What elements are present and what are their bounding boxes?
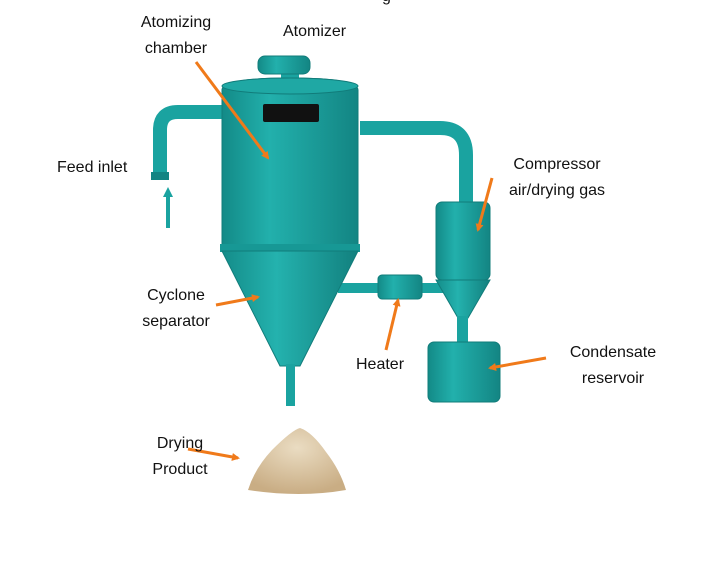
cyclone-separator — [221, 250, 359, 367]
feed-inlet-pipe — [153, 105, 222, 178]
label-cyclone-separator-line2: separator — [142, 313, 210, 330]
label-drying-product-line1: Drying — [156, 435, 204, 452]
label-condensate-reservoir-line2: reservoir — [581, 370, 645, 387]
label-atomizing-chamber-line2: chamber — [144, 40, 208, 57]
label-cyclone-separator: Cyclone separator — [126, 285, 226, 333]
label-cyclone-separator-line1: Cyclone — [147, 287, 205, 304]
label-compressor: Compressor air/drying gas — [497, 154, 617, 202]
label-condensate-reservoir: Condensate reservoir — [560, 342, 666, 390]
feed-inlet-end — [151, 172, 169, 180]
arrow-drying-product — [187, 447, 240, 461]
chamber-window — [263, 104, 319, 122]
arrow-condensate-reservoir — [488, 356, 547, 371]
compressor-cone — [435, 279, 491, 319]
label-drying-product-line2: Product — [152, 461, 208, 478]
heater — [377, 274, 423, 300]
gas-pipe — [360, 121, 473, 205]
condensate-reservoir — [427, 341, 501, 403]
compressor-outlet-pipe — [457, 316, 468, 346]
label-condensate-reservoir-line1: Condensate — [569, 344, 657, 361]
label-drying-product: Drying Product — [140, 433, 220, 481]
atomizer-cap — [257, 55, 311, 75]
arrow-compressor — [475, 177, 494, 232]
atomizing-chamber — [221, 77, 359, 249]
powder-pile — [248, 428, 346, 494]
label-atomizing-chamber-line1: Atomizing — [140, 14, 212, 31]
label-feed-inlet: Feed inlet — [57, 159, 128, 176]
chamber-cone-joint — [220, 244, 360, 252]
label-atomizing-chamber: Atomizing chamber — [128, 12, 224, 60]
label-compressor-line2: air/drying gas — [508, 182, 606, 199]
title-fragment: g — [382, 0, 391, 8]
arrow-heater — [384, 298, 401, 351]
chamber-top — [221, 77, 359, 95]
label-compressor-line1: Compressor — [513, 156, 601, 173]
label-atomizer: Atomizer — [283, 23, 347, 40]
arrow-atomizing-chamber — [194, 61, 270, 160]
heater-compressor-pipe — [420, 283, 450, 293]
arrow-cyclone-separator — [215, 294, 260, 307]
cyclone-heater-pipe — [338, 283, 384, 293]
label-heater: Heater — [356, 356, 405, 373]
cyclone-outlet-pipe — [286, 364, 295, 406]
